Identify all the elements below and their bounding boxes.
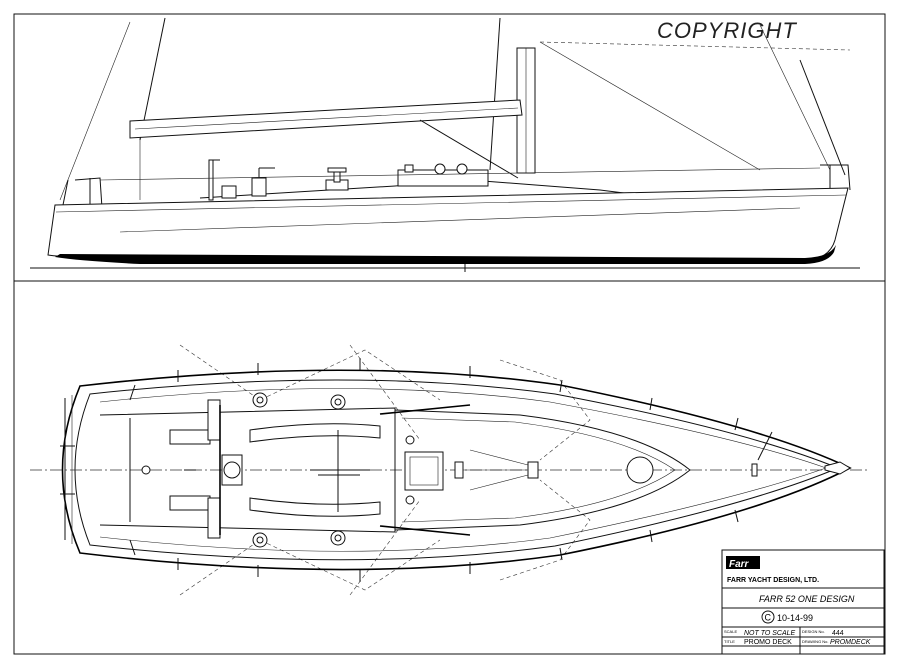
scale-value: NOT TO SCALE: [744, 630, 796, 637]
design-value: 444: [832, 630, 844, 637]
sheet-border: [13, 13, 886, 655]
company-name: FARR YACHT DESIGN, LTD.: [727, 577, 819, 584]
design-label: DESIGN No.: [802, 629, 825, 634]
drawing-label: DRAWING No.: [802, 639, 829, 644]
profile-view: [30, 17, 860, 272]
drawing-value: PROMDECK: [830, 639, 871, 646]
coachroof: [394, 409, 691, 531]
hull-profile: [47, 187, 849, 263]
drawing-date: 10-14-99: [777, 613, 813, 623]
hull-plan: [61, 369, 852, 571]
title-label: TITLE: [724, 639, 735, 644]
copyright-circle-icon: [761, 610, 775, 624]
farr-logo: [726, 556, 760, 569]
project-name: FARR 52 ONE DESIGN: [759, 594, 855, 604]
plan-view: [30, 344, 870, 596]
scale-label: SCALE: [724, 629, 737, 634]
copyright-symbol: C: [765, 613, 772, 623]
title-block: Farr FARR YACHT DESIGN, LTD. FARR 52 ONE…: [721, 549, 885, 655]
boom: [129, 99, 523, 139]
copyright-watermark: COPYRIGHT: [657, 18, 797, 43]
logo-text: Farr: [729, 559, 750, 570]
forehatch: [626, 456, 654, 484]
title-value: PROMO DECK: [744, 639, 792, 646]
